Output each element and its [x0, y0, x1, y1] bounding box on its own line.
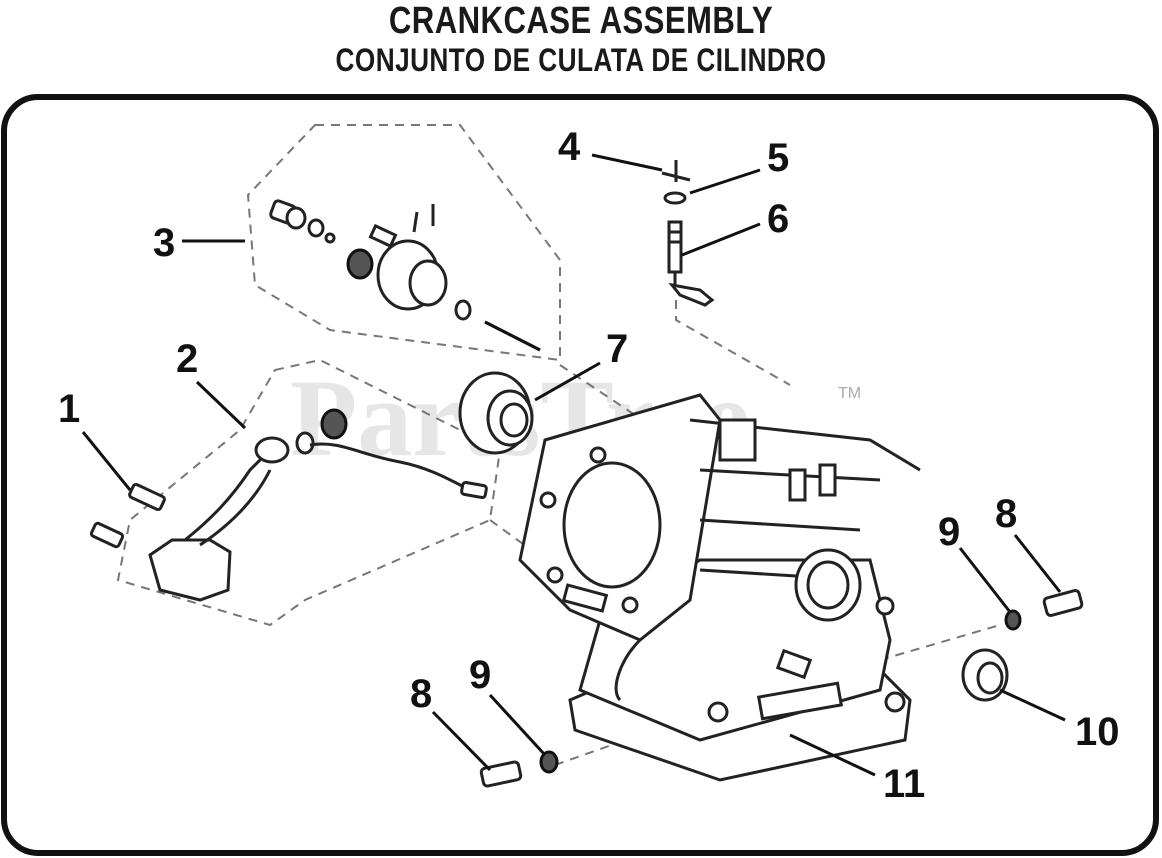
bearing [458, 371, 534, 455]
leader-2 [195, 380, 247, 430]
callout-1: 1 [58, 387, 80, 431]
callout-2: 2 [176, 337, 198, 381]
callout-4: 4 [558, 125, 581, 169]
diagram-subtitle: CONJUNTO DE CULATA DE CILINDRO [335, 42, 827, 78]
leader-5 [689, 168, 761, 195]
diagram-title: CRANKCASE ASSEMBLY [388, 0, 774, 42]
callout-11: 11 [883, 762, 925, 806]
leader-6 [681, 222, 761, 257]
callout-5: 5 [767, 136, 789, 180]
bearing-guide-line [559, 364, 651, 426]
diagram-frame [1, 94, 1159, 856]
choke-guide-line [675, 300, 791, 386]
callout-8-left: 8 [410, 672, 432, 716]
leader-10 [999, 688, 1066, 722]
leader-8-left [431, 710, 492, 772]
ignition-group-outline [116, 358, 502, 627]
callout-9-right: 9 [938, 510, 960, 554]
leader-4 [591, 153, 663, 172]
leader-11 [789, 733, 876, 777]
leader-8-right [1013, 534, 1062, 593]
callout-9-left: 9 [469, 653, 491, 697]
leader-1 [81, 431, 132, 491]
governor-assembly [269, 199, 541, 352]
governor-group-outline [246, 124, 561, 362]
crankcase-block [518, 393, 921, 782]
leader-9-left [488, 693, 547, 757]
drain-guide-line-right [879, 624, 1001, 661]
leader-7 [534, 361, 601, 402]
ignition-coil [148, 408, 488, 602]
callout-3: 3 [153, 221, 175, 265]
leader-9-right [958, 547, 1012, 613]
drain-parts-left [479, 750, 559, 788]
callout-6: 6 [767, 197, 789, 241]
callout-10: 10 [1075, 710, 1120, 754]
screws-1 [89, 482, 166, 549]
trademark: TM [838, 385, 861, 402]
callout-8-right: 8 [995, 492, 1017, 536]
callout-7: 7 [606, 327, 628, 371]
drain-parts-right [961, 589, 1084, 702]
choke-parts [661, 160, 715, 307]
